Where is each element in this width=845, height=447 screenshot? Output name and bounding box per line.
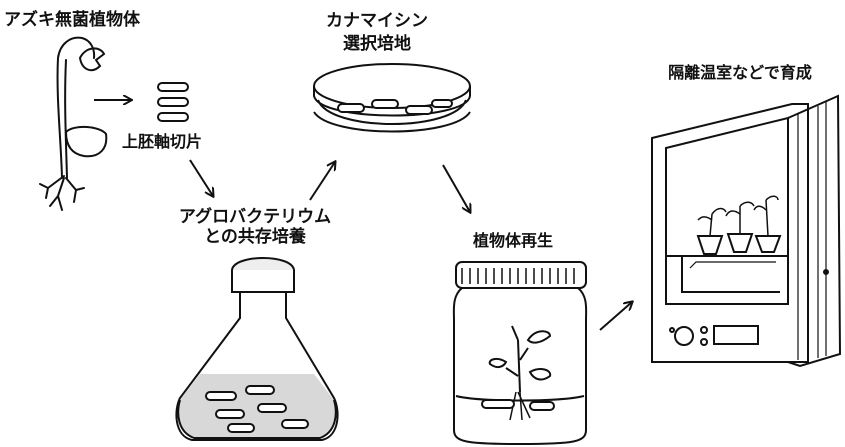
label-plant-regeneration: 植物体再生 <box>472 231 553 250</box>
arrow-to-selection <box>309 162 335 201</box>
arrow-to-greenhouse <box>599 302 632 331</box>
culture-jar-illustration <box>452 261 588 446</box>
erlenmeyer-flask-illustration <box>175 257 339 441</box>
label-epicotyl-section: 上胚軸切片 <box>122 132 202 151</box>
epicotyl-sections <box>157 82 189 122</box>
label-agrobacterium: アグロバクテリウム <box>179 206 331 227</box>
label-selection-medium: 選択培地 <box>343 33 411 54</box>
label-kanamycin: カナマイシン <box>326 11 428 31</box>
growth-chamber-illustration <box>651 94 842 368</box>
label-greenhouse: 隔離温室などで育成 <box>668 63 812 82</box>
arrow-to-regeneration <box>442 164 470 212</box>
seedling-illustration <box>39 36 108 211</box>
label-seedling: アズキ無菌植物体 <box>4 9 141 30</box>
arrow-to-cocultivation <box>189 159 213 196</box>
petri-dish-illustration <box>313 63 471 133</box>
label-cocultivation: との共存培養 <box>204 226 306 247</box>
